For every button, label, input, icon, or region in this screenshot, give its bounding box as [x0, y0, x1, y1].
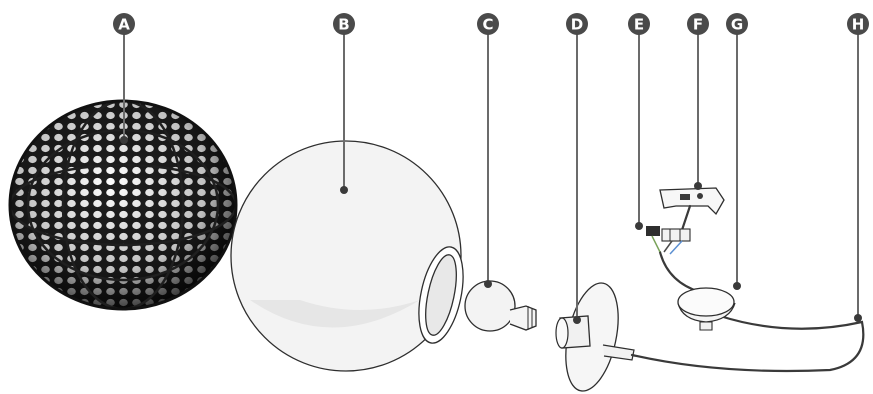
- label-text-F: F: [693, 16, 703, 34]
- label-text-G: G: [731, 16, 743, 34]
- label-text-H: H: [852, 16, 865, 34]
- mounting-bracket: [659, 187, 725, 232]
- suspension-cable: [630, 250, 865, 373]
- terminal-block: [646, 226, 691, 255]
- glass-globe: [230, 140, 464, 372]
- label-text-D: D: [571, 16, 583, 34]
- label-text-A: A: [118, 16, 130, 34]
- label-H: H: [847, 13, 869, 322]
- mesh-shade: [8, 99, 238, 311]
- label-D: D: [566, 13, 588, 324]
- label-F: F: [687, 13, 709, 190]
- light-bulb: [464, 280, 537, 332]
- lamp-holder: [555, 282, 635, 392]
- label-C: C: [477, 13, 499, 288]
- label-text-E: E: [634, 16, 644, 34]
- label-B: B: [333, 13, 355, 194]
- label-text-C: C: [482, 16, 493, 34]
- label-A: A: [113, 13, 135, 144]
- label-text-B: B: [338, 16, 349, 34]
- label-E: E: [628, 13, 650, 230]
- label-G: G: [726, 13, 748, 290]
- ceiling-canopy: [677, 287, 736, 331]
